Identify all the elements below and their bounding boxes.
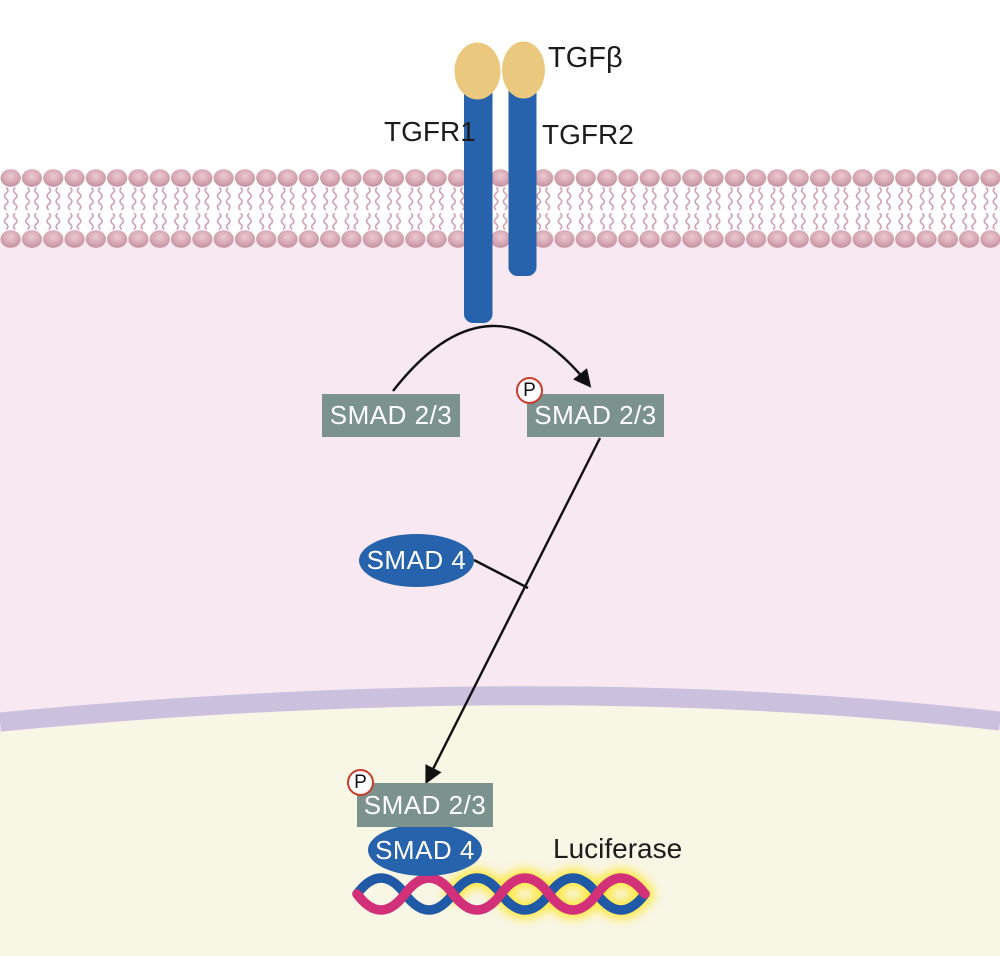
smad4-connector-line — [473, 558, 529, 590]
smad23-phosphorylated-box: SMAD 2/3 — [527, 394, 664, 437]
tgfr1-label: TGFR1 — [384, 116, 476, 147]
nucleus-region — [0, 704, 1000, 956]
tgfb-ligand-label: TGFβ — [548, 42, 623, 74]
receptor-tgfr2-bar — [508, 76, 537, 276]
tgfr2-label: TGFR2 — [542, 119, 634, 150]
nuclear-envelope — [0, 686, 1000, 732]
smad23-nuclear-box: SMAD 2/3 — [357, 783, 493, 827]
dna-strand-magenta — [352, 873, 650, 915]
tgfb-ligand-left — [454, 42, 501, 100]
smad4-oval-nucleus: SMAD 4 — [368, 824, 482, 876]
dna-helix — [352, 873, 650, 915]
smad4-oval-cytoplasm: SMAD 4 — [359, 534, 474, 587]
phosphate-badge-cytoplasm: P — [516, 377, 543, 404]
phosphate-badge-nucleus: P — [347, 769, 374, 796]
luciferase-label: Luciferase — [553, 833, 683, 864]
smad23-inactive-box: SMAD 2/3 — [322, 394, 460, 437]
nuclear-translocation-arrow — [425, 437, 602, 785]
tgfb-ligand-right — [502, 41, 545, 99]
cell-membrane — [0, 168, 1000, 248]
receptor-tgfr1-bar — [464, 76, 493, 323]
phosphorylation-arrow — [392, 324, 592, 392]
